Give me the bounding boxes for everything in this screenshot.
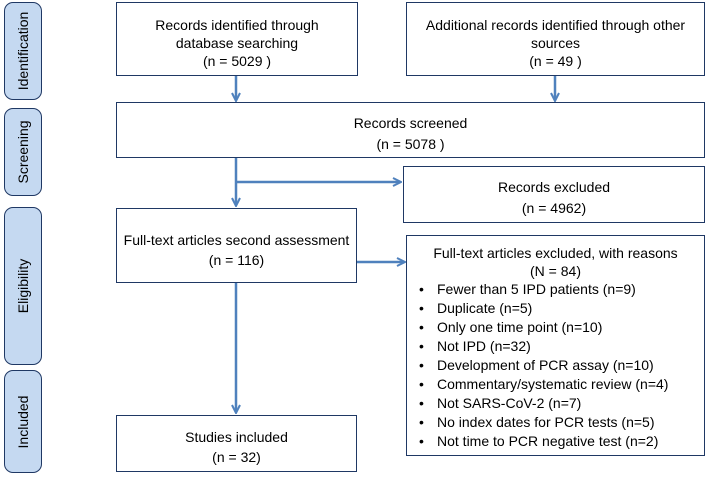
db-search-count: (n = 5029 ) bbox=[202, 53, 272, 69]
exclusion-reason: No index dates for PCR tests (n=5) bbox=[413, 413, 698, 432]
exclusion-reason: Duplicate (n=5) bbox=[413, 299, 698, 318]
fulltext-count: (n = 116) bbox=[208, 252, 265, 268]
screened-count: (n = 5078 ) bbox=[376, 136, 445, 152]
box-studies-included: Studies included (n = 32) bbox=[116, 415, 357, 472]
excluded-title: Records excluded bbox=[497, 179, 611, 195]
excluded-count: (n = 4962) bbox=[521, 200, 587, 216]
other-sources-count: (n = 49 ) bbox=[529, 53, 582, 69]
other-sources-line1: Additional records identified through ot… bbox=[425, 17, 686, 33]
exclusion-reasons-list: Fewer than 5 IPD patients (n=9) Duplicat… bbox=[413, 280, 698, 451]
exclusion-reason: Not time to PCR negative test (n=2) bbox=[413, 432, 698, 451]
phase-eligibility: Eligibility bbox=[4, 207, 42, 365]
fulltext-title: Full-text articles second assessment bbox=[123, 232, 350, 248]
box-other-sources: Additional records identified through ot… bbox=[406, 2, 705, 76]
phase-included: Included bbox=[4, 370, 42, 473]
exclusion-reason: Only one time point (n=10) bbox=[413, 318, 698, 337]
box-records-excluded: Records excluded (n = 4962) bbox=[403, 166, 705, 223]
exclusion-reason: Not SARS-CoV-2 (n=7) bbox=[413, 394, 698, 413]
db-search-line1: Records identified through bbox=[155, 17, 319, 33]
box-records-screened: Records screened (n = 5078 ) bbox=[116, 102, 705, 158]
box-fulltext-assessment: Full-text articles second assessment (n … bbox=[116, 208, 357, 283]
screened-title: Records screened bbox=[353, 115, 468, 131]
included-title: Studies included bbox=[185, 429, 288, 445]
fulltext-excluded-title: Full-text articles excluded, with reason… bbox=[433, 245, 678, 261]
phase-identification: Identification bbox=[4, 2, 42, 100]
box-fulltext-excluded: Full-text articles excluded, with reason… bbox=[406, 235, 705, 456]
exclusion-reason: Development of PCR assay (n=10) bbox=[413, 356, 698, 375]
db-search-line2: database searching bbox=[175, 35, 299, 51]
fulltext-excluded-count: (N = 84) bbox=[530, 263, 581, 279]
exclusion-reason: Fewer than 5 IPD patients (n=9) bbox=[413, 280, 698, 299]
included-count: (n = 32) bbox=[212, 449, 261, 465]
exclusion-reason: Commentary/systematic review (n=4) bbox=[413, 375, 698, 394]
other-sources-line2: sources bbox=[530, 35, 581, 51]
box-database-searching: Records identified through database sear… bbox=[116, 2, 358, 76]
exclusion-reason: Not IPD (n=32) bbox=[413, 337, 698, 356]
phase-screening: Screening bbox=[4, 108, 42, 196]
